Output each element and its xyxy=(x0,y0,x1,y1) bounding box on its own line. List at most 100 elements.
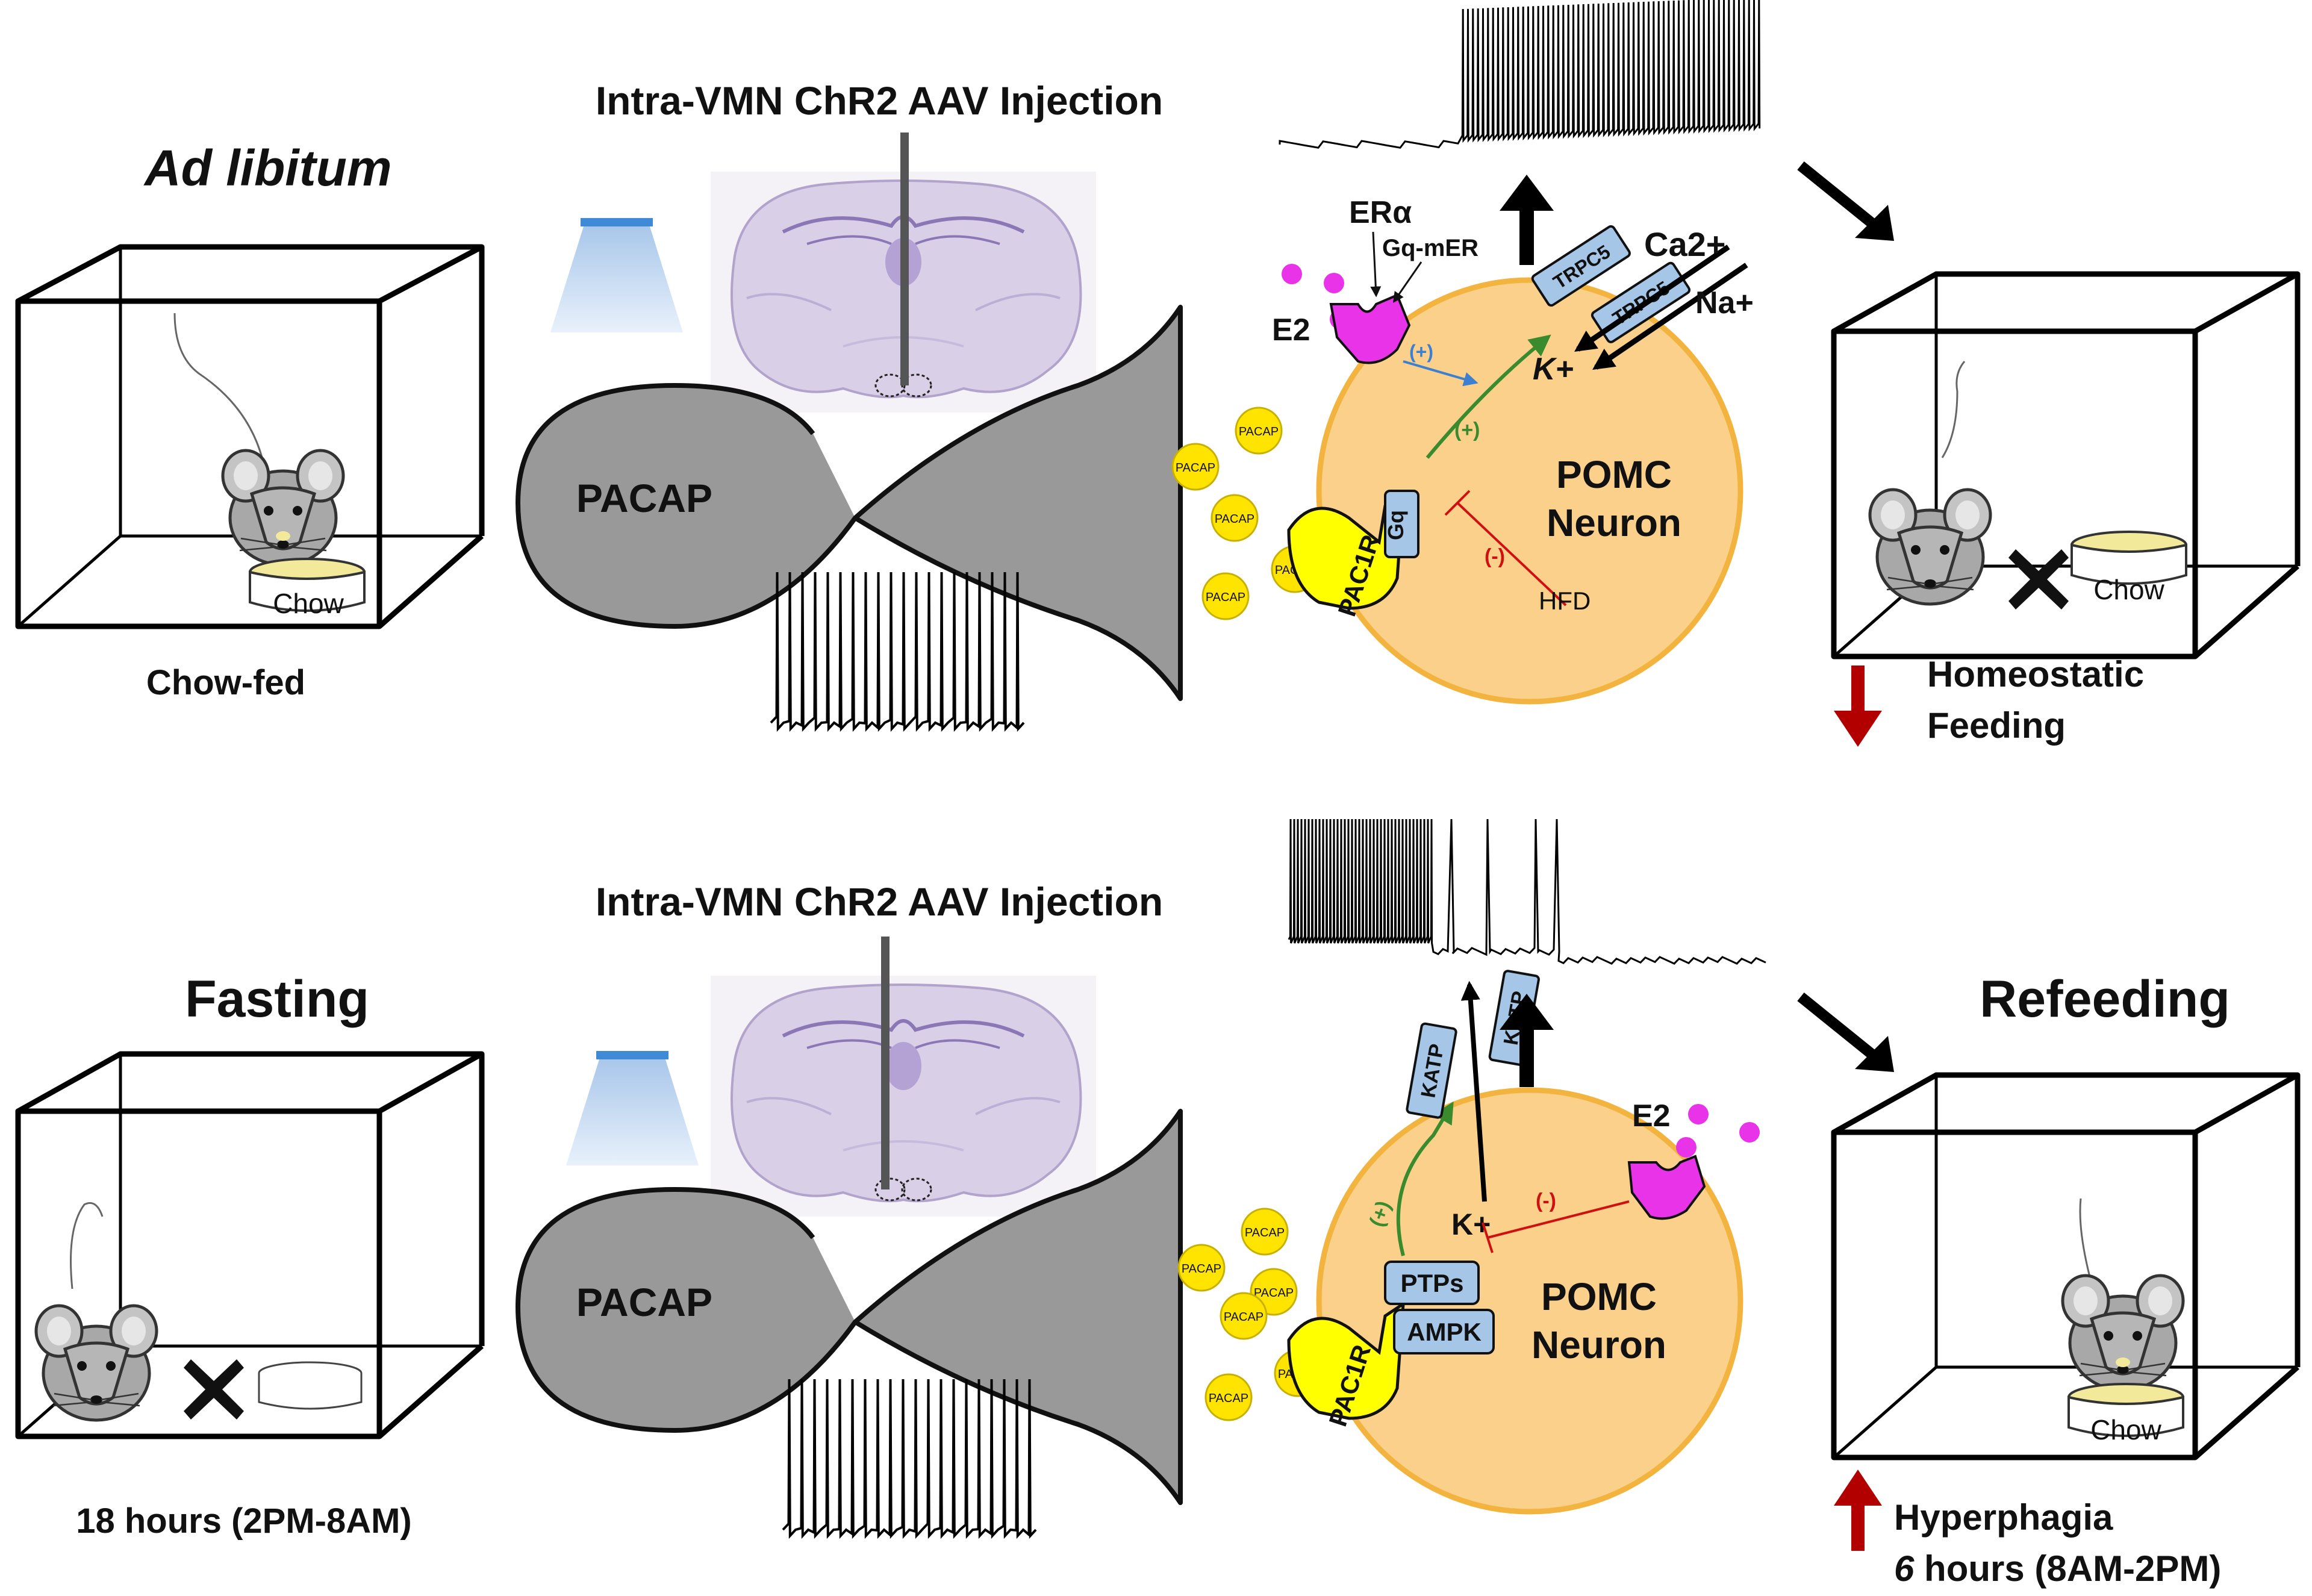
pomc-label-2-top: Neuron xyxy=(1547,501,1681,544)
excite-arrow-green xyxy=(1426,334,1551,459)
gqmer-pointer xyxy=(1392,261,1422,303)
empty-dish-icon xyxy=(258,1361,363,1410)
pacap-vesicles-top: PACAP PACAP PACAP PACAP PACAP xyxy=(1171,407,1319,620)
chow-label-right-bottom: Chow xyxy=(2090,1414,2161,1445)
gq-label-top: Gq xyxy=(1383,510,1408,540)
minus-red-bottom: (-) xyxy=(1536,1189,1556,1212)
injection-label-bottom: Intra-VMN ChR2 AAV Injection xyxy=(596,879,1163,924)
outcome-1-top: Homeostatic xyxy=(1927,654,2144,694)
mouse-eating-icon xyxy=(223,450,343,565)
vesicle-label: PACAP xyxy=(1182,1262,1221,1276)
bottom-right-title: Refeeding xyxy=(1980,970,2230,1028)
ptps-label: PTPs xyxy=(1400,1269,1463,1297)
vesicle-label: PACAP xyxy=(1176,461,1215,475)
chow-label-left: Chow xyxy=(273,588,344,619)
bottom-condition-title: Fasting xyxy=(185,970,369,1028)
outcome-2-bottom: 6 hours (8AM-2PM) xyxy=(1894,1548,2221,1589)
e2-dot xyxy=(1324,273,1344,293)
excite-arrow-green-bottom xyxy=(1396,1101,1454,1256)
outcome-2-top: Feeding xyxy=(1927,705,2066,746)
brain-slice-image-bottom xyxy=(711,976,1096,1217)
trpc5-channel-1 xyxy=(1531,225,1631,307)
chow-label-right-top: Chow xyxy=(2093,574,2164,605)
vesicle-label: PACAP xyxy=(1206,591,1245,604)
vesicle xyxy=(1211,494,1259,542)
pomc-label-2-bottom: Neuron xyxy=(1531,1323,1666,1367)
pomc-label-1-top: POMC xyxy=(1556,453,1672,496)
down-arrow-head xyxy=(1834,711,1882,747)
plus-blue-top: (+) xyxy=(1409,341,1433,363)
pac1r-receptor-bottom: PAC1R xyxy=(1287,1301,1405,1430)
era-receptor xyxy=(1329,293,1411,364)
katp-channel-1 xyxy=(1406,1022,1457,1119)
e2-inhibit-line xyxy=(1487,1200,1630,1239)
cation-influx-arrow-1 xyxy=(1574,245,1730,352)
inhibit-bar xyxy=(1444,490,1471,516)
left-caption-top: Chow-fed xyxy=(146,663,305,702)
vesicle-label: PACAP xyxy=(1254,1286,1294,1300)
vesicle-label: PACAP xyxy=(1239,425,1279,438)
ptps-box xyxy=(1384,1261,1480,1305)
mouse-refeeding-icon xyxy=(2063,1276,2183,1390)
ampk-box xyxy=(1393,1309,1495,1354)
no-eat-x-icon xyxy=(2008,549,2069,609)
e2-dot xyxy=(1282,264,1302,284)
e2-dot xyxy=(1676,1137,1697,1158)
pomc-firing-trace-bottom xyxy=(1288,818,1766,965)
light-icon-bottom xyxy=(566,1051,699,1165)
k-label-bottom: K+ xyxy=(1451,1208,1491,1241)
era-label: ERα xyxy=(1349,195,1412,230)
up-arrow-bottom-head xyxy=(1500,994,1554,1030)
era-pointer xyxy=(1370,231,1382,298)
diag-arrow-top-shaft xyxy=(1797,161,1883,234)
plus-green-top: (+) xyxy=(1454,419,1480,441)
up-arrow-top-head xyxy=(1500,175,1554,211)
diag-arrow-bottom-shaft xyxy=(1797,992,1883,1065)
excite-arrow-blue xyxy=(1403,360,1478,387)
mouse-tail xyxy=(2079,1198,2091,1277)
diag-arrow-bottom-head xyxy=(1855,1036,1894,1072)
mouse-tail xyxy=(70,1202,104,1289)
pacap-firing-trace-top xyxy=(770,572,1025,732)
vesicle xyxy=(1201,572,1250,620)
era-receptor-bottom xyxy=(1627,1155,1706,1220)
top-condition-title: Ad libitum xyxy=(143,140,392,196)
vesicle xyxy=(1235,407,1283,455)
top-panel: Ad libitum Chow Chow-fed Intra-VMN ChR2 … xyxy=(15,0,2301,747)
pomc-firing-trace-top xyxy=(1279,0,1761,149)
vesicle-label: PACAP xyxy=(1209,1392,1248,1405)
outcome-hours-number: 6 xyxy=(1894,1548,1915,1589)
diag-arrow-top-head xyxy=(1855,205,1894,241)
pomc-neuron-top xyxy=(1316,277,1743,705)
mouse-tail xyxy=(173,313,266,470)
food-crumb xyxy=(276,531,290,541)
na-label: Na+ xyxy=(1695,285,1754,320)
vesicle xyxy=(1204,1373,1253,1421)
e2-dot xyxy=(1688,1104,1709,1124)
hfd-inhibit-line xyxy=(1456,502,1567,606)
vesicle xyxy=(1241,1208,1289,1256)
inhibit-bar-bottom xyxy=(1482,1222,1494,1253)
cage-left-top xyxy=(15,244,485,629)
cage-right-bottom xyxy=(1831,1072,2301,1460)
vesicle xyxy=(1171,443,1220,491)
gqmer-label: Gq-mER xyxy=(1382,235,1478,261)
no-food-x-icon xyxy=(184,1359,244,1420)
outcome-1-bottom: Hyperphagia xyxy=(1894,1497,2113,1538)
left-caption-bottom: 18 hours (2PM-8AM) xyxy=(76,1501,412,1541)
pacap-label-bottom: PACAP xyxy=(576,1280,712,1324)
vesicle-label: PACAP xyxy=(1245,1226,1285,1239)
vesicle xyxy=(1220,1292,1268,1340)
light-icon xyxy=(550,218,683,332)
vesicle-label: PACAP xyxy=(1224,1311,1263,1324)
k-label-top: K+ xyxy=(1533,352,1574,387)
pacap-neuron-body-bottom xyxy=(516,1109,1183,1505)
vesicle-label: PACAP xyxy=(1215,513,1254,526)
up-arrow-red-head xyxy=(1834,1470,1882,1506)
hfd-label: HFD xyxy=(1539,587,1591,615)
e2-label-bottom: E2 xyxy=(1632,1099,1671,1133)
bottom-panel: Fasting Refeeding 18 hours (2PM-8AM) Int… xyxy=(15,818,2301,1589)
injection-label-top: Intra-VMN ChR2 AAV Injection xyxy=(596,78,1163,123)
